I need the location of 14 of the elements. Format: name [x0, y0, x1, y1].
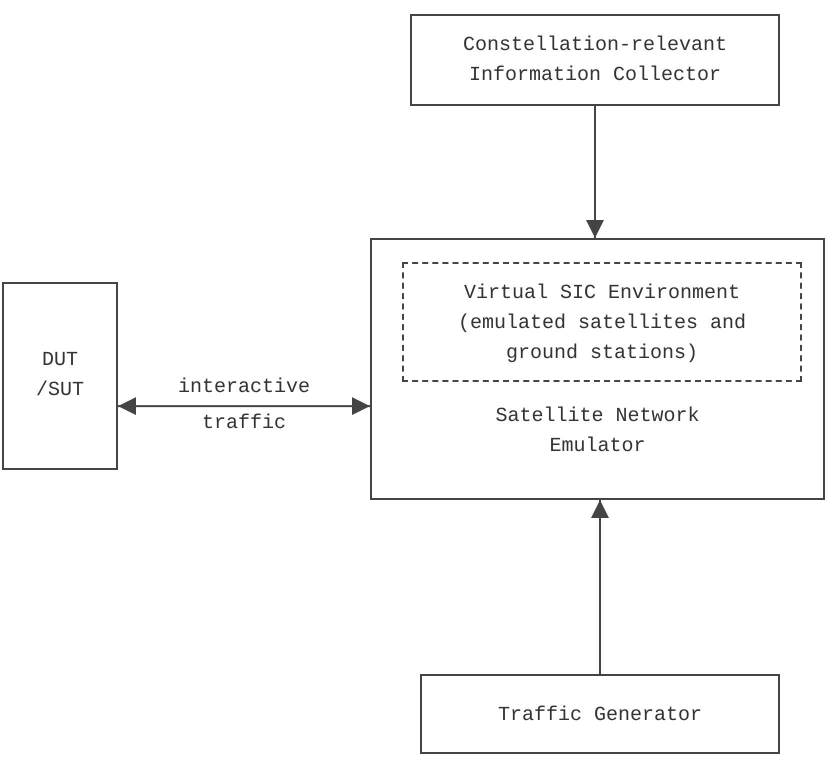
node-label: Virtual SIC Environment (emulated satellites and ground stations)	[456, 281, 748, 367]
node-label: Constellation-relevant Information Collector	[462, 33, 728, 89]
edge-label: interactive traffic	[176, 375, 312, 438]
arrow	[118, 397, 370, 416]
process-box	[370, 238, 825, 500]
node-label: Traffic Generator	[496, 703, 704, 729]
process-box	[420, 674, 780, 754]
process-box	[402, 262, 802, 382]
process-box	[2, 282, 118, 470]
arrow	[591, 500, 609, 674]
process-box	[410, 14, 780, 106]
node-label: DUT /SUT	[34, 348, 85, 404]
node-label: Satellite Network Emulator	[494, 404, 701, 460]
arrow	[586, 106, 604, 238]
